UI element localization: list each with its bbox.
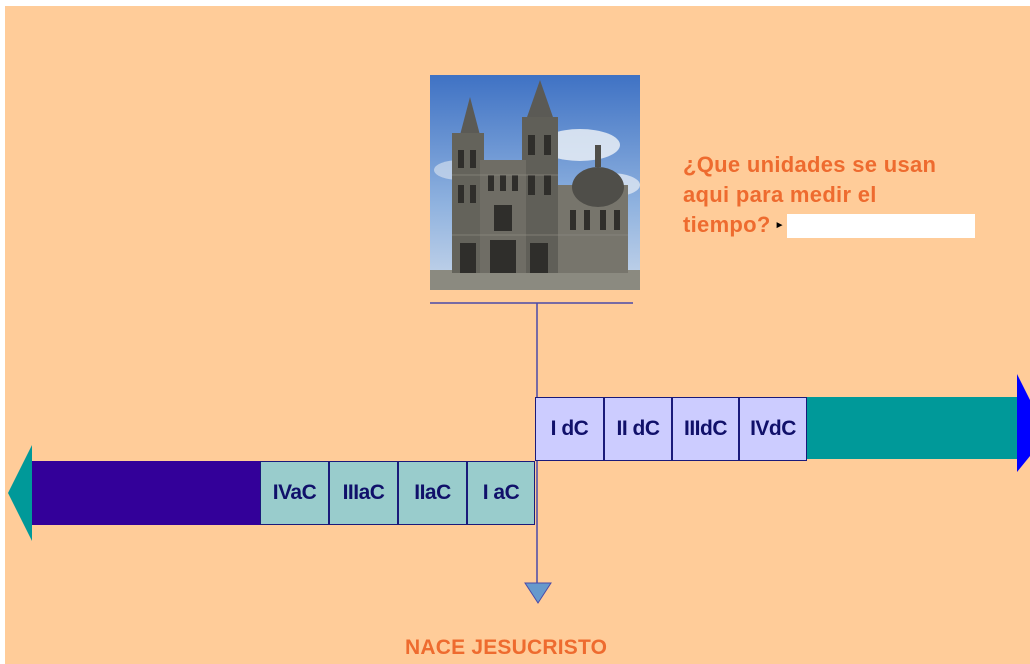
century-box-iac: I aC	[467, 461, 535, 525]
caret-right-icon: ►	[774, 220, 785, 232]
question-line-2: aqui para medir el	[683, 182, 877, 207]
question-line-3: tiempo?►	[683, 210, 1013, 241]
cathedral-photo	[430, 75, 640, 290]
century-box-iidc: II dC	[604, 397, 672, 461]
cathedral-illustration	[430, 75, 640, 290]
arrow-right-icon	[1017, 374, 1030, 472]
birth-of-jesus-label: NACE JESUCRISTO	[405, 636, 608, 659]
question-block: ¿Que unidades se usan aqui para medir el…	[683, 150, 1013, 241]
century-box-iiidc: IIIdC	[672, 397, 739, 461]
triangle-down-icon	[524, 582, 552, 604]
century-box-ivac: IVaC	[260, 461, 329, 525]
century-box-idc: I dC	[535, 397, 604, 461]
bce-band	[32, 461, 260, 525]
century-box-iiiac: IIIaC	[329, 461, 398, 525]
arrow-left-icon	[8, 445, 32, 541]
question-line-3-text: tiempo?	[683, 212, 771, 237]
answer-input[interactable]	[786, 214, 975, 239]
question-line-1: ¿Que unidades se usan	[683, 152, 937, 177]
century-box-iiac: IIaC	[398, 461, 467, 525]
century-box-ivdc: IVdC	[739, 397, 807, 461]
ce-band	[807, 397, 1017, 459]
